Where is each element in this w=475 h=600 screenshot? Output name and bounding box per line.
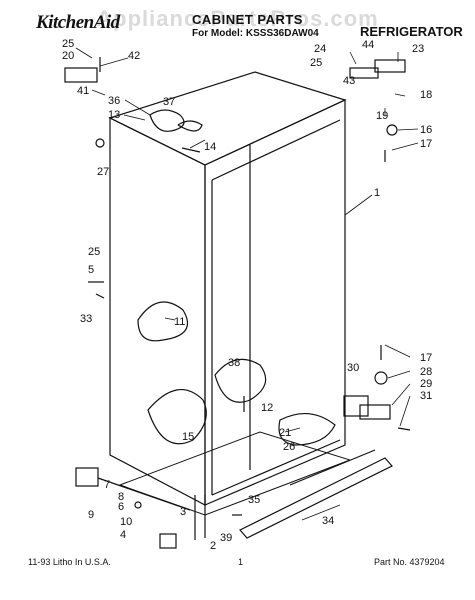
callout-label: 10 <box>120 516 132 528</box>
callout-label: 28 <box>420 366 432 378</box>
callout-label: 27 <box>97 166 109 178</box>
callout-label: 19 <box>376 110 388 122</box>
top-hinge-parts <box>64 57 406 162</box>
model-line: For Model: KSSS36DAW04 <box>192 28 319 39</box>
callout-label: 42 <box>128 50 140 62</box>
callout-label: 23 <box>412 43 424 55</box>
callout-label: 8 <box>118 491 124 503</box>
callout-labels: 25 20 42 41 36 37 13 14 27 24 44 23 25 4… <box>62 38 432 552</box>
diagram-title: CABINET PARTS <box>192 12 303 27</box>
callout-label: 37 <box>163 96 175 108</box>
part-number: Part No. 4379204 <box>374 557 445 567</box>
callout-label: 20 <box>62 50 74 62</box>
callout-label: 6 <box>118 501 124 513</box>
leader-lines <box>75 47 419 521</box>
callout-label: 39 <box>220 532 232 544</box>
bottom-parts <box>214 345 411 446</box>
callout-label: 15 <box>182 431 194 443</box>
callout-label: 14 <box>204 141 216 153</box>
callout-label: 17 <box>420 352 432 364</box>
callout-label: 30 <box>347 362 359 374</box>
callout-label: 38 <box>228 357 240 369</box>
brand-logo: KitchenAid <box>36 12 120 33</box>
callout-label: 21 <box>279 427 291 439</box>
base-parts <box>75 449 393 549</box>
callout-label: 43 <box>343 75 355 87</box>
callout-label: 18 <box>420 89 432 101</box>
page-number: 1 <box>238 557 244 567</box>
watermark: AppliancePartsPros.com <box>96 6 379 31</box>
callout-label: 25 <box>62 38 74 50</box>
callout-label: 25 <box>88 246 100 258</box>
callout-label: 5 <box>88 264 94 276</box>
callout-label: 25 <box>310 57 322 69</box>
callout-label: 33 <box>80 313 92 325</box>
callout-label: 16 <box>420 124 432 136</box>
callout-label: 4 <box>120 529 126 541</box>
side-parts <box>88 281 207 445</box>
callout-label: 36 <box>108 95 120 107</box>
callout-label: 17 <box>420 138 432 150</box>
callout-label: 11 <box>174 316 185 328</box>
callout-label: 13 <box>108 109 120 121</box>
callout-label: 26 <box>283 441 295 453</box>
footer-print-info: 11-93 Litho In U.S.A. <box>28 557 111 567</box>
callout-label: 24 <box>314 43 326 55</box>
callout-label: 12 <box>261 402 273 414</box>
callout-label: 44 <box>362 39 374 51</box>
callout-label: 7 <box>104 479 110 491</box>
callout-label: 9 <box>88 509 94 521</box>
callout-label: 29 <box>420 378 432 390</box>
section-label: REFRIGERATOR <box>360 24 463 39</box>
callout-label: 31 <box>420 390 432 402</box>
callout-label: 41 <box>77 85 89 97</box>
callout-label: 35 <box>248 494 260 506</box>
callout-label: 1 <box>374 187 380 199</box>
callout-label: 2 <box>210 540 216 552</box>
cabinet-outline <box>108 71 352 516</box>
callout-label: 34 <box>322 515 334 527</box>
callout-label: 3 <box>180 506 186 518</box>
